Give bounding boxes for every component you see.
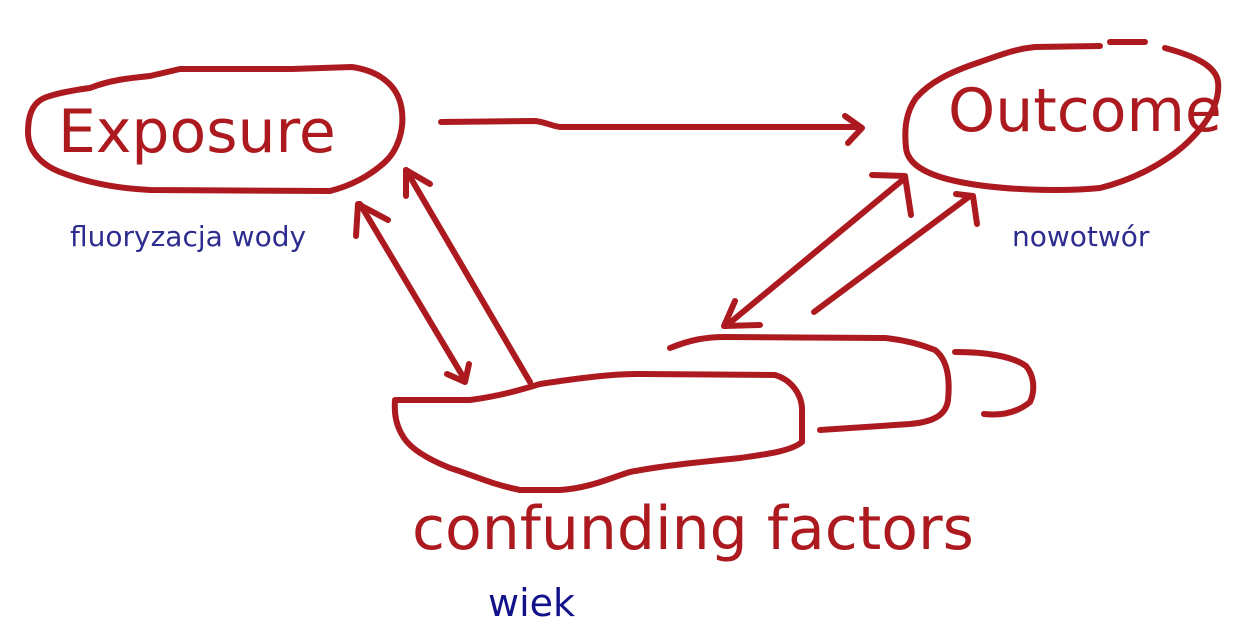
arrowhead-outcome-right [953,191,980,227]
arrow-exposure-to-outcome [438,118,863,130]
arrowhead-outcome-left [869,172,914,218]
arrowhead-exposure-right [403,167,433,199]
confounders-title: confunding factors [412,494,974,564]
confounders-subtitle: wiek [488,581,576,625]
arrow-exposure-confounders-left [357,201,468,383]
arrowhead-exposure-left [353,201,391,239]
outcome-title: Outcome [948,76,1222,146]
confounders-outer-ring [667,334,952,433]
confounders-outer-ring-2 [952,349,1037,418]
outcome-subtitle: nowotwór [1012,220,1150,253]
outcome-node-outline [902,39,1222,193]
arrowhead-confounders-right [721,298,763,329]
exposure-title: Exposure [58,97,336,167]
exposure-node-outline [25,64,406,194]
confounders-node-outline [391,371,805,493]
arrow-confounders-to-outcome [811,193,973,315]
arrowhead-confounders-left [444,361,472,385]
exposure-subtitle: fluoryzacja wody [70,220,307,253]
arrow-confounders-to-exposure [403,167,533,385]
arrow-outcome-confounders-left [723,175,908,329]
arrowhead-outcome [842,113,865,146]
